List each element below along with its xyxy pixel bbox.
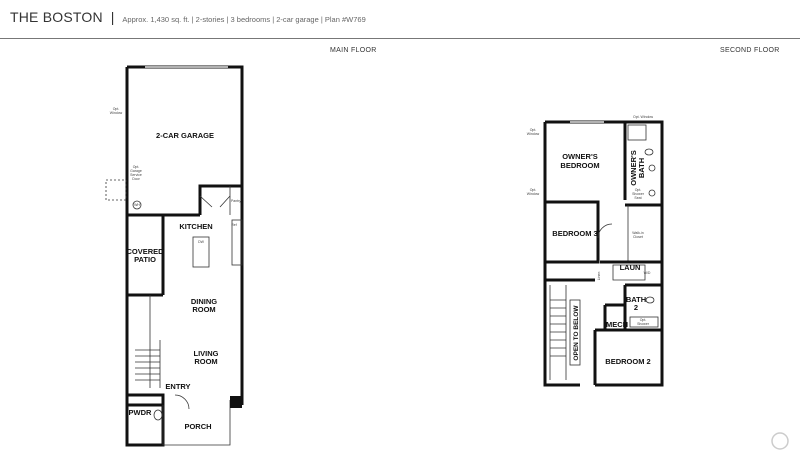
room-label-covered-patio: COVERED [126, 247, 164, 256]
note: Seat [634, 196, 641, 200]
room-label-pwdr: PWDR [129, 408, 152, 417]
room-label-bath2: BATH [626, 295, 646, 304]
laundry [612, 264, 646, 281]
room-label-covered-patio-2: PATIO [134, 255, 156, 264]
room-label-laundry: LAUN [620, 263, 641, 272]
room-label-kitchen: KITCHEN [179, 222, 212, 231]
room-label-bedroom3: BEDROOM 3 [552, 229, 597, 238]
sink-icon [648, 189, 656, 197]
watermark-logo [771, 432, 789, 450]
closet-doors [199, 195, 231, 208]
note: Linen [597, 272, 601, 281]
room-label-bedroom2: BEDROOM 2 [605, 357, 650, 366]
stairs [549, 285, 581, 380]
note: W/D [644, 271, 651, 275]
room-label-mech: MECH [606, 320, 628, 329]
stairs [135, 295, 161, 388]
shower-icon [629, 316, 659, 328]
second-floor-label: SECOND FLOOR [720, 47, 780, 54]
note: Opt. [530, 188, 537, 192]
page-header: THE BOSTON | Approx. 1,430 sq. ft. | 2-s… [10, 9, 366, 25]
note: Closet [633, 235, 643, 239]
note: Opt. [640, 318, 647, 322]
room-label-open-to-below: OPEN TO BELOW [573, 305, 580, 361]
second-floor-plan: OWNER'S BEDROOM OWNER'S BATH BEDROOM 3 L… [527, 115, 664, 387]
room-label-entry: ENTRY [165, 382, 190, 391]
bedroom3-door [597, 223, 613, 239]
room-label-owners-bedroom: OWNER'S [562, 152, 598, 161]
note: Pantry [231, 199, 241, 203]
plan-details: Approx. 1,430 sq. ft. | 2-stories | 3 be… [122, 15, 366, 24]
note: Garage [130, 169, 142, 173]
room-label-owners-bedroom-2: BEDROOM [560, 161, 599, 170]
sink-icon [648, 164, 656, 172]
note: Shower [637, 322, 650, 326]
bedroom3-walls [545, 200, 600, 264]
column [230, 396, 242, 408]
closet-wall [198, 184, 242, 215]
service-door-outline [105, 179, 127, 201]
exterior-walls [125, 65, 244, 407]
note: Shower [632, 192, 645, 196]
note: Door [132, 177, 140, 181]
note: Opt. [113, 107, 120, 111]
kitchen-island [192, 236, 210, 268]
note: Window [110, 111, 123, 115]
room-label-living: LIVING [193, 349, 218, 358]
toilet-icon [644, 148, 654, 156]
note: Window [527, 192, 540, 196]
header-divider [0, 38, 800, 39]
note: Opt. [635, 188, 642, 192]
note: WH [134, 203, 140, 207]
room-label-garage: 2-CAR GARAGE [156, 131, 214, 140]
note: DW [198, 240, 205, 244]
tub-icon [627, 124, 647, 141]
room-label-owners-bath-2: BATH [637, 158, 646, 178]
toilet-icon [645, 296, 655, 304]
note: Opt. Window [633, 115, 654, 119]
title-separator: | [110, 9, 115, 25]
main-floor-label: MAIN FLOOR [330, 47, 377, 54]
room-label-dining: DINING [191, 297, 217, 306]
room-label-owners-bath: OWNER'S [629, 150, 638, 186]
porch-outline [162, 400, 231, 446]
entry-door [174, 394, 190, 410]
room-label-porch: PORCH [184, 422, 211, 431]
room-label-bath2-2: 2 [634, 303, 638, 312]
note: Opt. [530, 128, 537, 132]
room-label-living-2: ROOM [194, 357, 217, 366]
note: Opt. [133, 165, 140, 169]
main-floor-plan: 2-CAR GARAGE KITCHEN COVERED PATIO DININ… [105, 65, 244, 447]
water-heater-icon [132, 200, 142, 210]
plan-title: THE BOSTON [10, 9, 103, 25]
bath-mech-walls [593, 283, 662, 385]
note: Ref [231, 223, 236, 227]
kitchen-counter [231, 219, 243, 266]
room-label-dining-2: ROOM [192, 305, 215, 314]
note: Walk-in [632, 231, 644, 235]
note: Service [130, 173, 142, 177]
toilet-icon [153, 409, 163, 421]
note: Window [527, 132, 540, 136]
